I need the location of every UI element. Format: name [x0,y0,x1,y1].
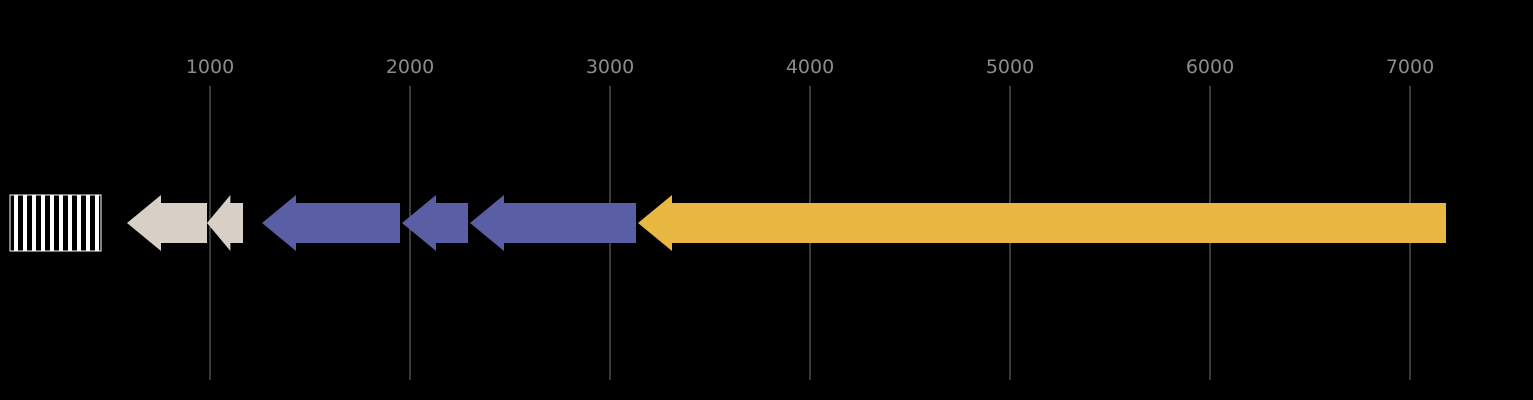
tick-label-2000: 2000 [386,56,434,78]
tick-label-7000: 7000 [1386,56,1434,78]
tick-label-1000: 1000 [186,56,234,78]
gene-4 [402,195,468,251]
hatched-region [9,194,102,252]
gene-6 [638,195,1446,251]
gene-1 [127,195,207,251]
gene-3 [262,195,400,251]
tick-label-5000: 5000 [986,56,1034,78]
gene-2 [207,195,243,251]
gene-5 [470,195,636,251]
tick-label-4000: 4000 [786,56,834,78]
tick-label-3000: 3000 [586,56,634,78]
tick-label-6000: 6000 [1186,56,1234,78]
